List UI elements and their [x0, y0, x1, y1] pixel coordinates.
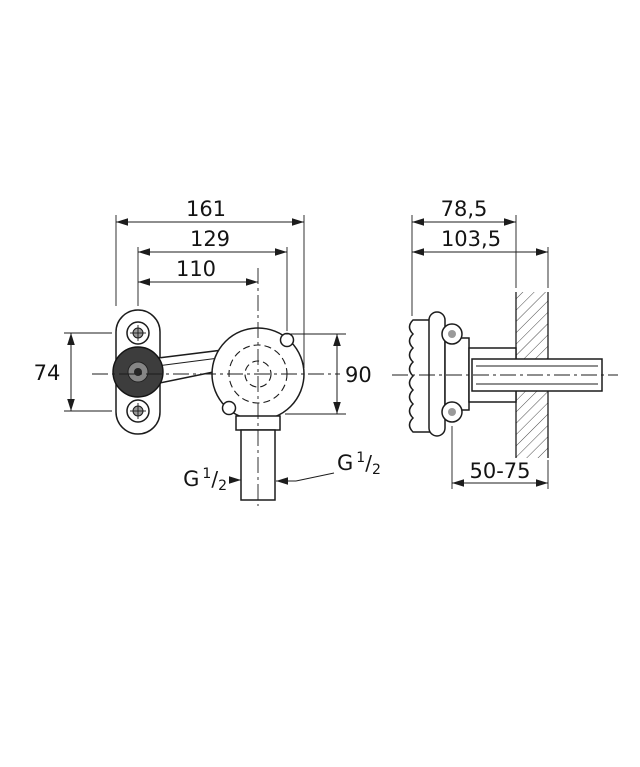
escutcheon-knurled: [408, 319, 431, 433]
boss-bottom-core: [448, 408, 456, 416]
thread-leader-right: [295, 472, 335, 482]
thread-prefix: G: [183, 467, 199, 491]
thread-denominator: 2: [372, 462, 381, 478]
boss-top-core: [448, 330, 456, 338]
dim-label-50-75: 50-75: [469, 459, 530, 483]
thread-slash: /: [211, 467, 218, 491]
thread-denominator: 2: [218, 478, 227, 494]
dimensions-side: 78,5 103,5 50-75: [411, 197, 549, 489]
dim-label-78-5: 78,5: [441, 197, 488, 221]
valve-body-side-front: [444, 337, 470, 411]
dim-label-103-5: 103,5: [441, 227, 501, 251]
dim-label-161: 161: [186, 197, 226, 221]
dim-label-74: 74: [34, 361, 61, 385]
centerlines: [92, 268, 618, 506]
thread-numerator: 1: [202, 466, 211, 482]
dim-label-90: 90: [345, 363, 372, 387]
bolt-circle-bottom: [221, 400, 237, 416]
dim-label-129: 129: [190, 227, 230, 251]
thread-prefix: G: [337, 451, 353, 475]
handle-knob-hub: [134, 368, 142, 376]
thread-slash: /: [365, 451, 372, 475]
thread-numerator: 1: [356, 450, 365, 466]
dim-label-110: 110: [176, 257, 216, 281]
bolt-circle-top: [279, 332, 295, 348]
lever-arm-edge: [156, 357, 220, 367]
